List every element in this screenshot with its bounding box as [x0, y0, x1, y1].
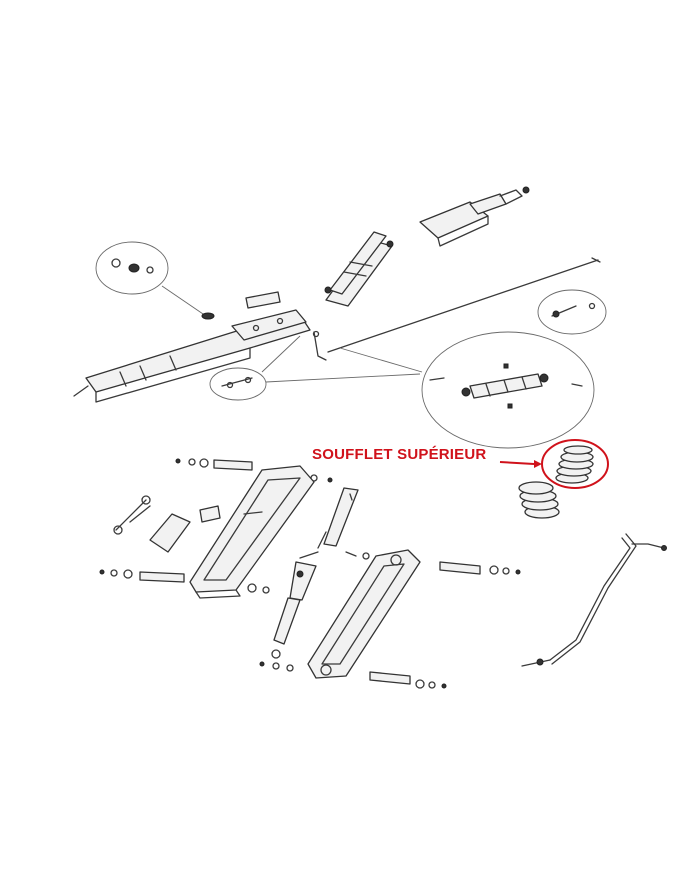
detail-circle-small	[209, 335, 421, 401]
left-arm	[189, 465, 315, 599]
upper-cylinder	[324, 231, 394, 307]
wire-rod	[327, 259, 599, 353]
bent-rod	[521, 533, 667, 667]
long-rail	[73, 291, 311, 403]
detail-circle-left	[95, 241, 215, 320]
pin-part	[312, 330, 327, 361]
center-shaft	[271, 487, 370, 659]
upper-bellows	[541, 439, 609, 489]
upper-bracket	[419, 186, 530, 247]
lower-bellows	[518, 481, 560, 519]
pin-row-left	[99, 569, 270, 594]
lower-assembly	[99, 439, 667, 689]
upper-assembly	[73, 186, 607, 449]
upper-bellows-label: SOUFFLET SUPÉRIEUR	[312, 446, 487, 463]
callout-arrow	[499, 460, 542, 468]
pin-row-right	[259, 561, 521, 689]
detail-circle-right	[537, 289, 607, 335]
left-plate	[113, 495, 221, 553]
right-arm	[307, 549, 421, 679]
detail-circle-shock	[339, 331, 595, 449]
